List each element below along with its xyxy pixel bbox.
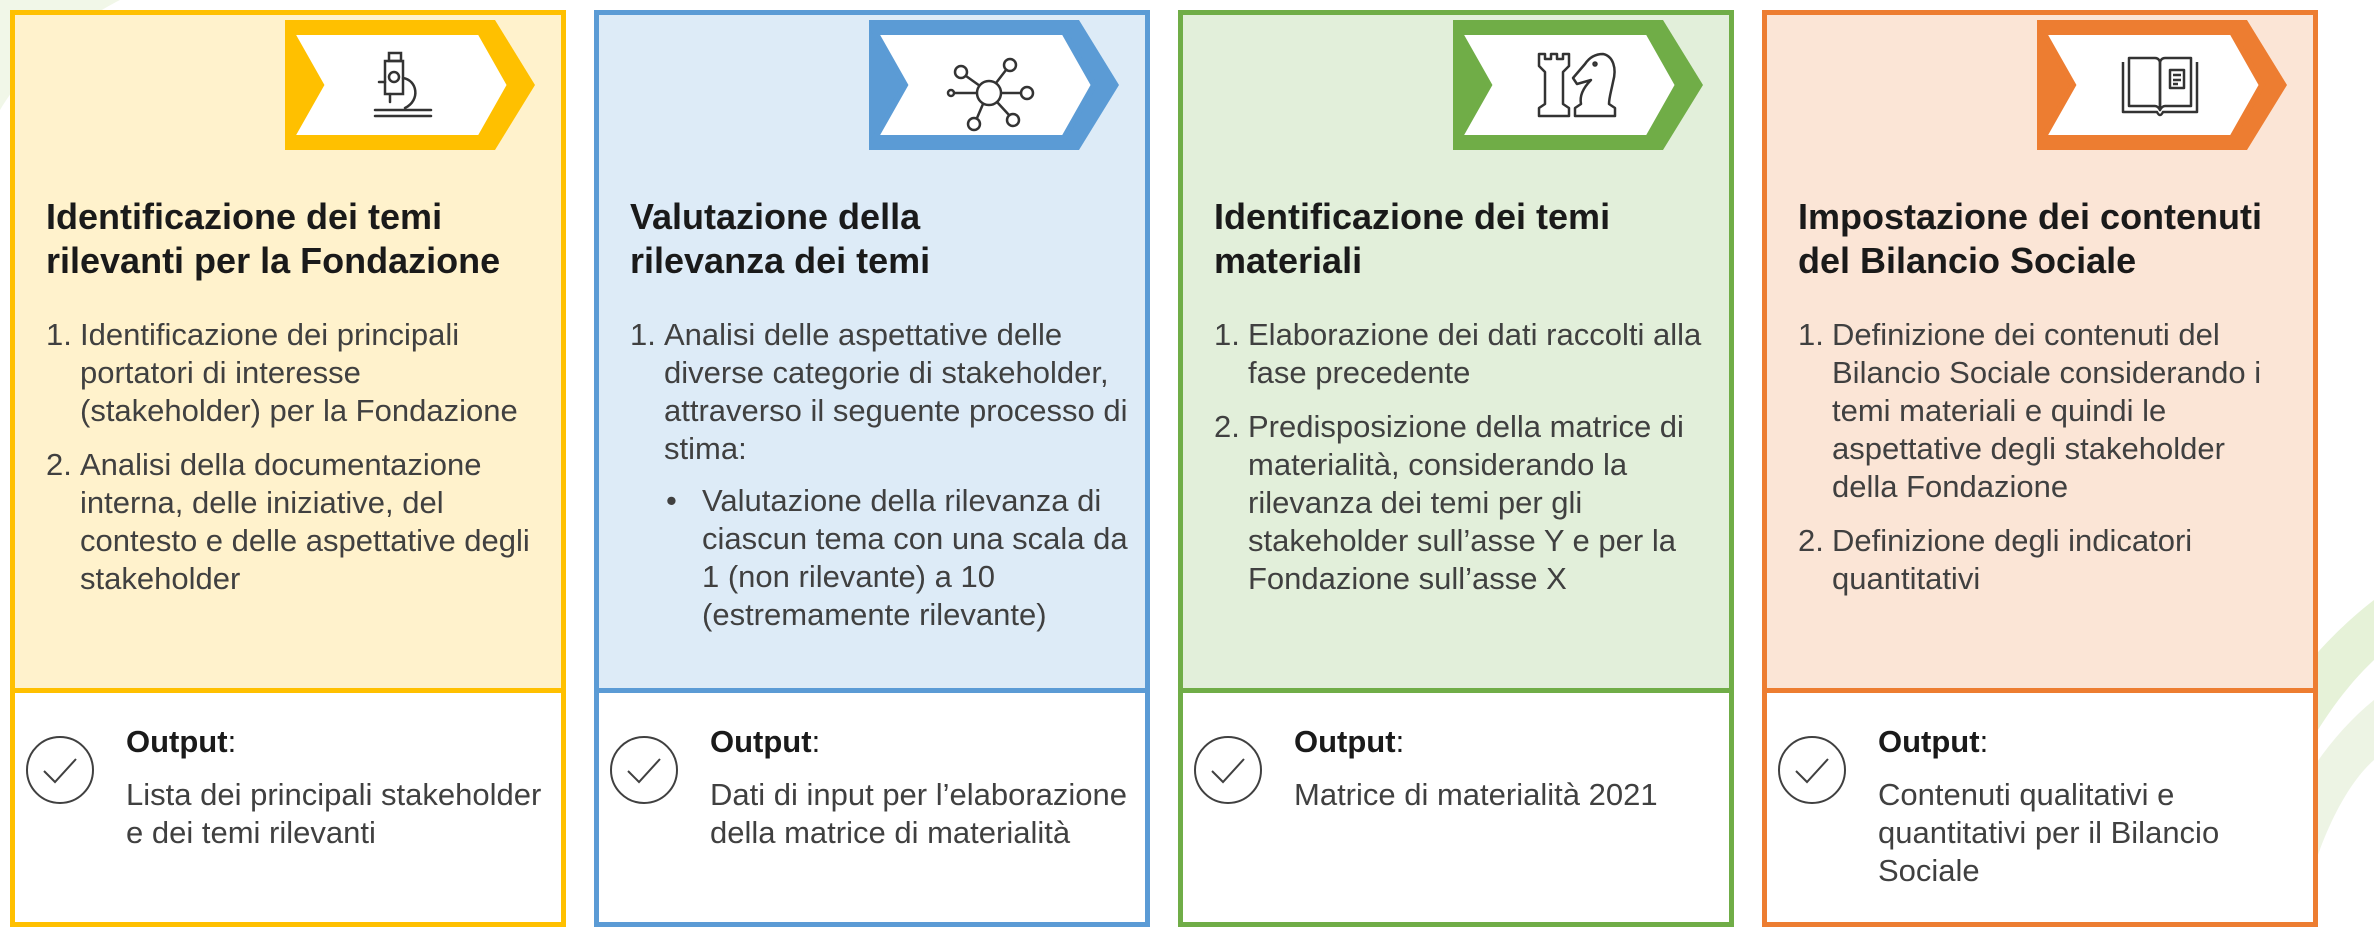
output-text: Lista dei principali stakeholder e dei t… [126,777,542,850]
list-item: 1.Identificazione dei principali portato… [46,317,518,428]
list-item: 1.Elaborazione dei dati raccolti alla fa… [1214,317,1702,390]
step-3-output-box [1178,693,1734,927]
step-4-chevron [2037,20,2287,150]
output-label: Output: [1294,724,1405,759]
check-circle-icon [26,736,94,804]
network-icon [946,57,1035,132]
output-text: Matrice di materialità 2021 [1294,777,1658,812]
output-label: Output: [1878,724,1989,759]
list-item: 2.Predisposizione della matrice di mater… [1214,409,1684,596]
chess-pieces-icon [1537,52,1617,118]
list-item: 1.Definizione dei contenuti del Bilancio… [1798,317,2262,504]
list-item: 1.Analisi delle aspettative delle divers… [630,316,1130,634]
output-label: Output: [710,724,821,759]
step-3-list: 1.Elaborazione dei dati raccolti alla fa… [1214,316,1714,614]
sub-list: •Valutazione della rilevanza di ciascun … [664,482,1130,634]
open-book-icon [2121,56,2199,117]
step-1-list: 1.Identificazione dei principali portato… [46,316,546,614]
step-4-list: 1.Definizione dei contenuti del Bilancio… [1798,316,2298,614]
list-item: 2.Definizione degli indicatori quantitat… [1798,523,2193,596]
step-2-list: 1.Analisi delle aspettative delle divers… [630,316,1130,650]
step-1-output-box [10,693,566,927]
check-circle-icon [610,736,678,804]
output-text: Contenuti qualitativi e quantitativi per… [1878,777,2220,888]
step-1-chevron [285,20,535,150]
microscope-icon [373,51,433,118]
check-circle-icon [1778,736,1846,804]
output-label: Output: [126,724,237,759]
step-2-output-box [594,693,1150,927]
step-3-chevron [1453,20,1703,150]
output-text: Dati di input per l’elaborazione della m… [710,777,1128,850]
sub-list-item: •Valutazione della rilevanza di ciascun … [666,483,1128,632]
check-circle-icon [1194,736,1262,804]
step-4-output-box [1762,693,2318,927]
list-item: 2.Analisi della documentazione interna, … [46,447,530,596]
step-2-chevron [869,20,1119,150]
